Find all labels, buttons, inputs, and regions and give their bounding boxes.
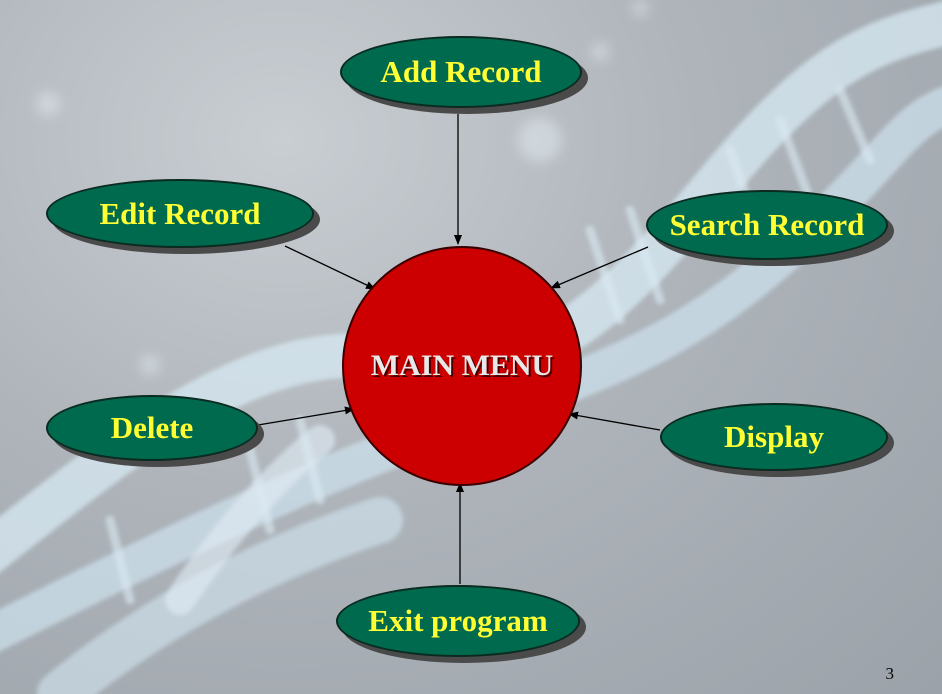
search-record-node[interactable]: Search Record [646,190,888,260]
display-label: Display [724,419,824,454]
delete-node[interactable]: Delete [46,395,258,461]
edit-record-label: Edit Record [99,195,261,231]
delete-label: Delete [110,410,194,445]
arrow-edit-record [284,245,376,290]
main-menu-label: MAIN MENU [370,349,554,382]
search-record-label: Search Record [669,207,865,242]
display-node[interactable]: Display [660,403,888,471]
exit-program-label: Exit program [368,603,548,638]
edit-record-node[interactable]: Edit Record [46,179,314,248]
arrow-search-record [550,246,649,289]
page-number: 3 [885,664,895,683]
main-menu-circle: MAIN MENU [342,246,582,486]
add-record-node[interactable]: Add Record [340,36,582,108]
exit-program-node[interactable]: Exit program [336,585,580,657]
add-record-label: Add Record [380,54,542,89]
arrow-display [568,411,661,431]
arrow-delete [257,406,355,426]
